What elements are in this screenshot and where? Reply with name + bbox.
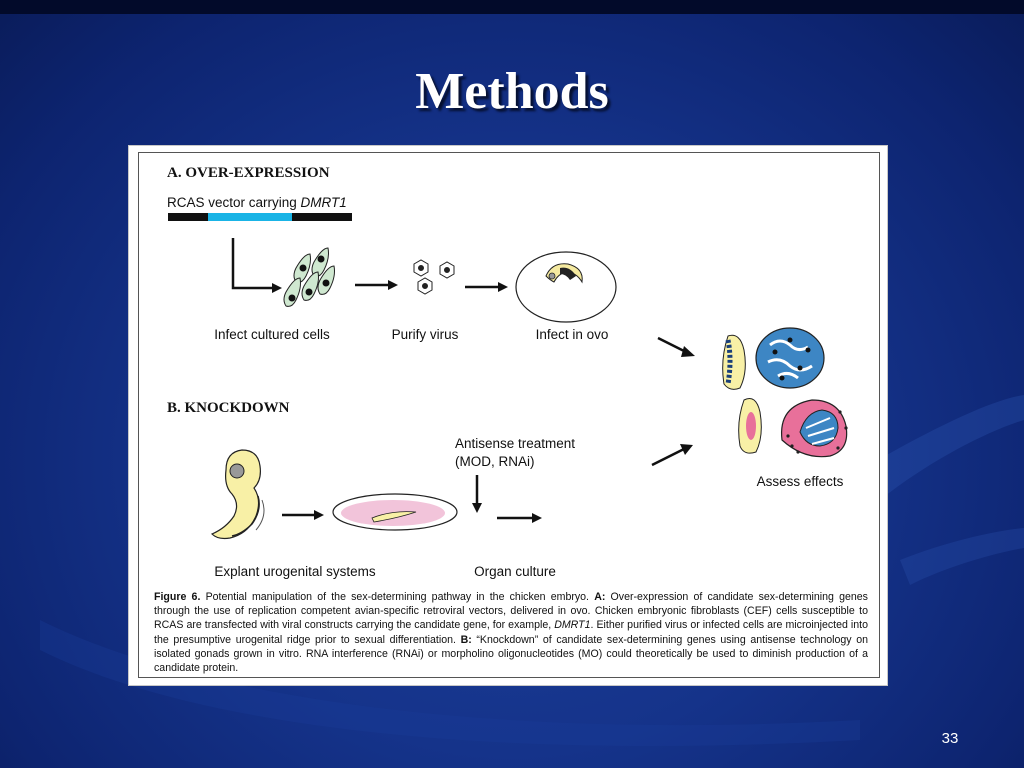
arrow-over-expression-to-outcome [657, 336, 695, 357]
step-purify-virus: Purify virus [392, 327, 459, 342]
caption-label-a: A: [594, 591, 606, 603]
page-number: 33 [941, 730, 959, 747]
caption-text-2: Over-expression of candidate sex-determi… [154, 591, 868, 632]
step-infect-in-ovo: Infect in ovo [536, 327, 609, 342]
gonad-knockdown-icon [738, 398, 848, 458]
step-infect-cultured-cells: Infect cultured cells [214, 327, 330, 342]
arrow-culture-right [497, 513, 542, 523]
arrow-vector-to-cells [231, 238, 282, 293]
figure-border [138, 152, 880, 678]
vector-gene: DMRT1 [301, 195, 347, 210]
figure-panel [128, 145, 888, 686]
arrow-treatment-down [472, 475, 482, 513]
step-explant-urogenital: Explant urogenital systems [214, 564, 376, 579]
cultured-cells-icon [283, 247, 335, 307]
top-dark-bar [0, 0, 1024, 14]
caption-gene: DMRT1 [554, 619, 591, 632]
caption-text-1: Potential manipulation of the sex-determ… [200, 591, 595, 603]
heading-knockdown: B. KNOCKDOWN [167, 400, 290, 416]
virus-particles-icon [413, 259, 455, 295]
slide-title: Methods [415, 63, 609, 120]
vector-label-prefix: RCAS vector carrying [167, 195, 301, 210]
heading-over-expression: A. OVER-EXPRESSION [167, 165, 330, 181]
urogenital-system-icon [210, 449, 265, 540]
treatment-label-line2: (MOD, RNAi) [455, 454, 535, 469]
gonad-over-expression-icon [722, 327, 825, 390]
caption-label-b: B: [460, 633, 472, 646]
arrow-knockdown-to-outcome [651, 444, 693, 467]
outcome-label: Assess effects [757, 474, 844, 489]
arrow-cells-to-virus [355, 280, 398, 290]
rcas-vector-bar [168, 213, 352, 221]
arrow-explant-to-culture [282, 510, 324, 520]
caption-text-4: “Knockdown” of candidate sex-determining… [154, 633, 868, 675]
caption-fig-label: Figure 6. [154, 591, 201, 603]
egg-with-embryo-icon [515, 251, 617, 323]
treatment-label-line1: Antisense treatment [455, 436, 575, 451]
figure-caption: Figure 6. Potential manipulation of the … [154, 590, 868, 675]
vector-label: RCAS vector carrying DMRT1 [167, 195, 347, 210]
organ-culture-dish-icon [332, 493, 458, 531]
step-organ-culture: Organ culture [474, 564, 556, 579]
caption-text-3: . Either purified virus or infected cell… [154, 619, 868, 646]
arrow-virus-to-egg [465, 282, 508, 292]
